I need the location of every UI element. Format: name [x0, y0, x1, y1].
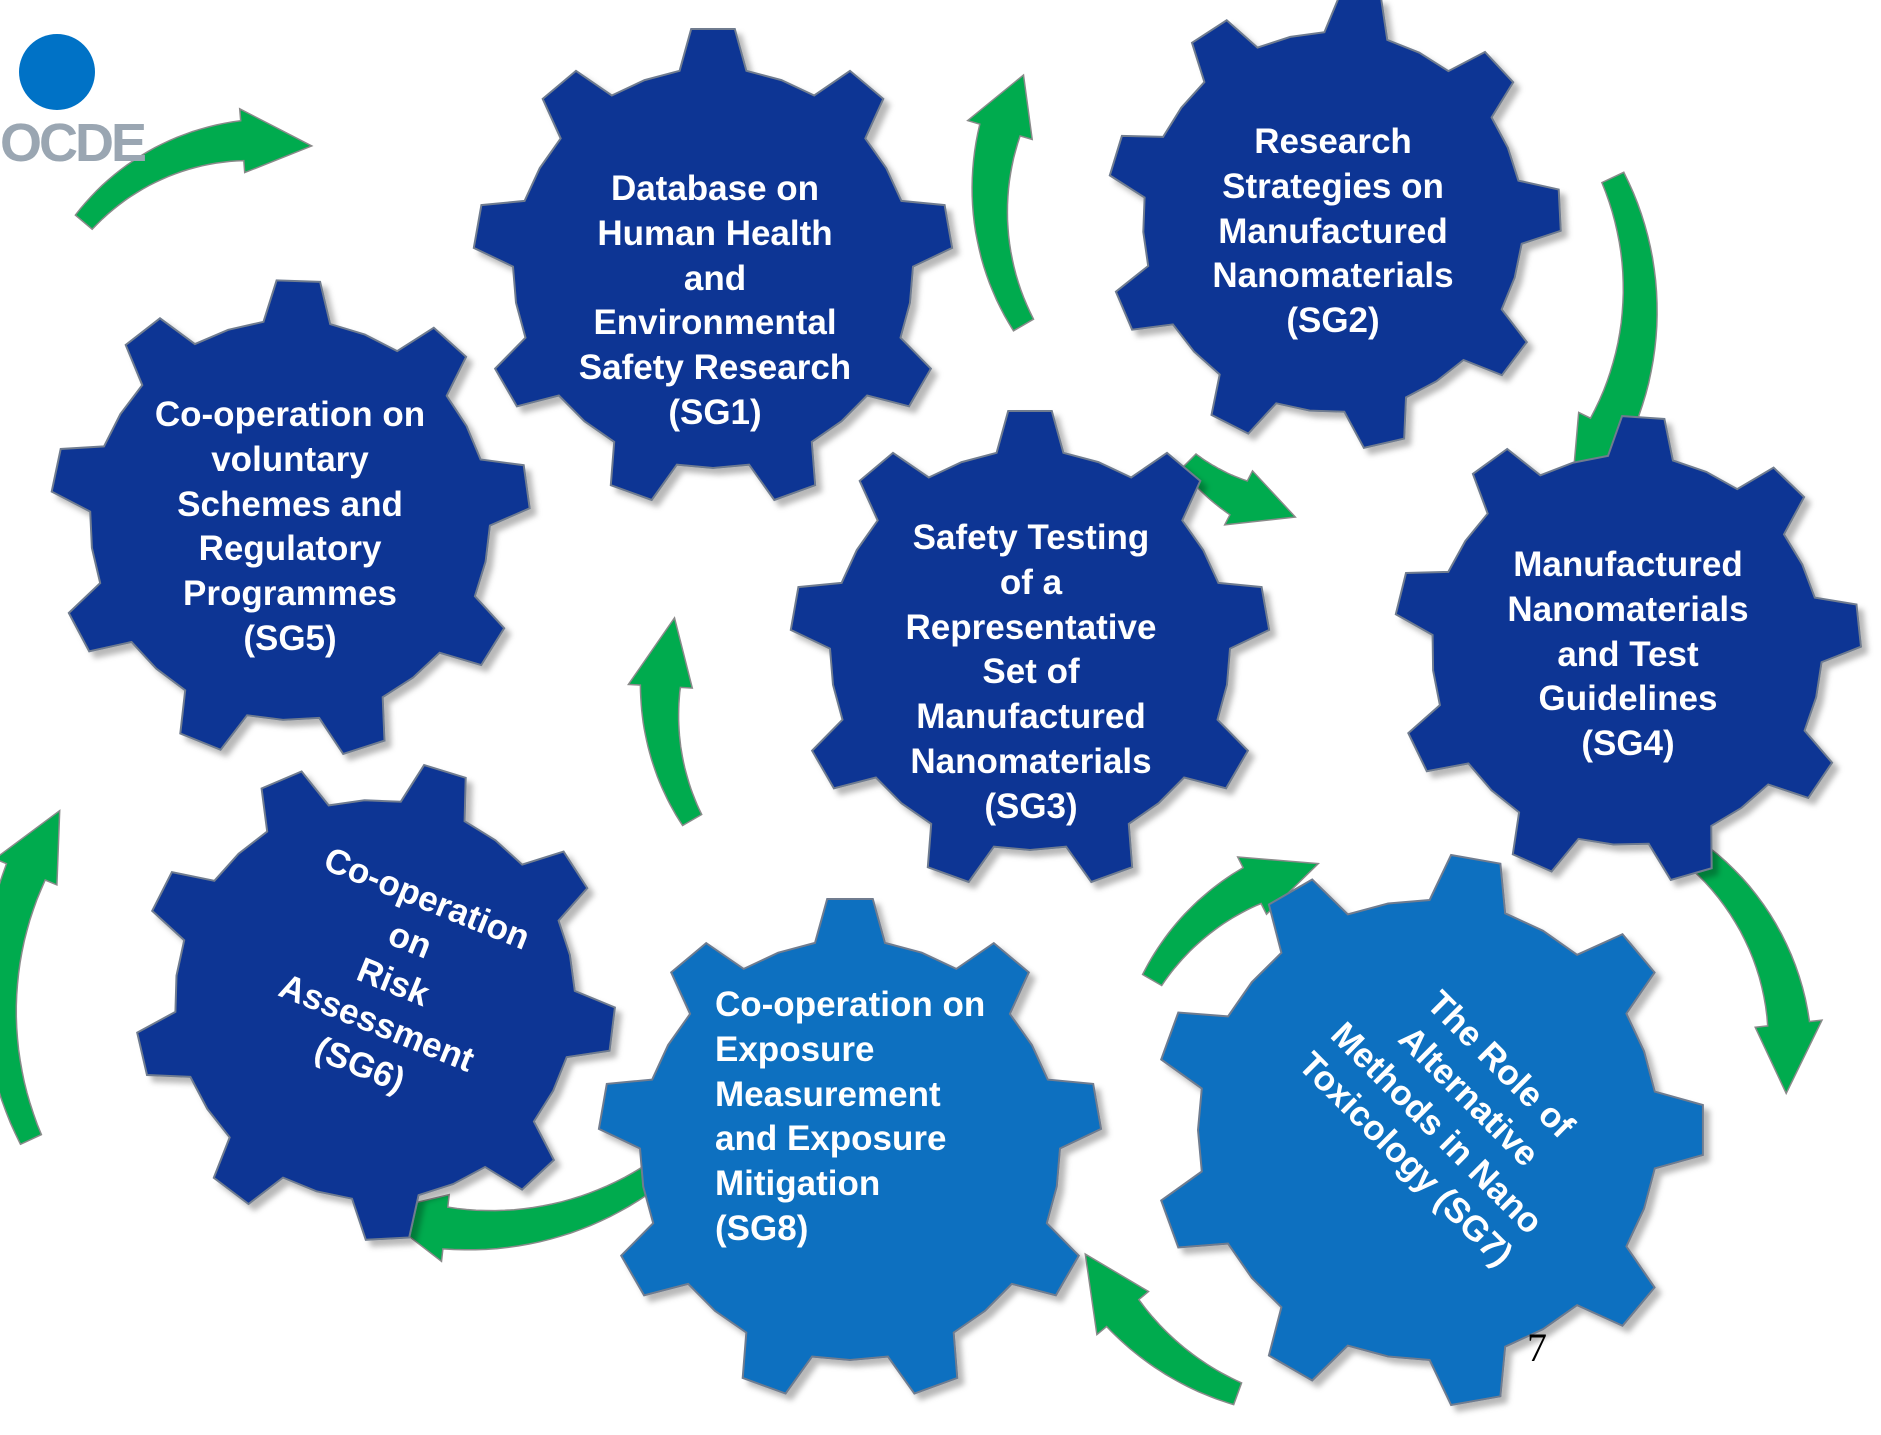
gear-label-line: Co-operation on [715, 985, 986, 1024]
gear-label-line: Measurement [715, 1074, 941, 1114]
gear-label-line: Safety Research [578, 348, 852, 388]
gear-label-line: Environmental [593, 303, 837, 343]
gear-label-line: (SG2) [1286, 301, 1380, 341]
gear-sg5 [50, 279, 531, 756]
gear-label-line: Programmes [183, 574, 397, 614]
gear-label-line: Representative [905, 607, 1157, 647]
gear-label-line: (SG8) [715, 1208, 809, 1248]
gear-label-line: (SG4) [1581, 724, 1675, 764]
gears [50, 0, 1863, 1407]
gear-label-line: Nanomaterials [1212, 256, 1454, 296]
gear-label-line: Manufactured [1513, 545, 1743, 584]
cycle-arrow-bottom-right [1084, 1252, 1243, 1406]
cycle-arrow-left [0, 809, 61, 1146]
gear-label-line: of a [999, 562, 1063, 602]
gear-label-line: voluntary [211, 439, 369, 479]
gear-label-line: Human Health [597, 213, 833, 253]
gear-label-line: (SG3) [984, 786, 1078, 826]
gear-sg6 [136, 763, 616, 1241]
gear-sg4 [1394, 415, 1863, 882]
gear-label-line: Schemes and [177, 484, 403, 524]
gear-sg7 [1160, 853, 1704, 1407]
gear-label-line: Guidelines [1538, 679, 1718, 719]
cycle-arrow-mid-left [627, 616, 703, 827]
gear-sg1 [472, 28, 954, 502]
cycle-arrow-sg4-to-sg3 [1180, 453, 1297, 526]
gear-label-line: Database on [610, 169, 820, 208]
gear-label-line: (SG5) [243, 618, 337, 658]
gear-label-line: Exposure [715, 1029, 875, 1069]
gear-label-line: Strategies on [1222, 166, 1444, 206]
gear-label-line: and [683, 258, 747, 298]
gear-sg8 [597, 898, 1103, 1395]
gear-label-line: Mitigation [715, 1164, 881, 1204]
logo-wordmark: OCDE [0, 113, 147, 173]
oecd-logo [19, 34, 95, 110]
logo-circle [19, 34, 95, 110]
gear-label-line: Manufactured [916, 697, 1146, 737]
page-number: 7 [1527, 1325, 1547, 1370]
gear-label-line: and Exposure [715, 1119, 947, 1159]
gear-label-line: Nanomaterials [910, 741, 1152, 781]
gear-label-line: Research [1254, 122, 1412, 161]
gear-label-line: Manufactured [1218, 211, 1448, 251]
gear-label-line: Nanomaterials [1507, 589, 1749, 629]
gear-label-line: Safety Testing [912, 518, 1150, 557]
gear-label-line: Set of [982, 652, 1080, 692]
cycle-arrow-sg1-to-sg2 [966, 73, 1035, 332]
cycle-arrow-sg7-top [1141, 856, 1321, 987]
gear-label-line: and Test [1557, 634, 1699, 674]
gear-sg3 [789, 410, 1271, 884]
cycle-arrow-top-right [1571, 171, 1658, 488]
gear-sg2 [1108, 0, 1562, 450]
cycle-arrow-top-left [74, 107, 314, 231]
gear-label-line: Regulatory [198, 529, 382, 569]
cycle-arrows [0, 73, 1824, 1406]
cycle-arrow-right-lower [1639, 812, 1824, 1096]
gear-label-line: (SG1) [668, 392, 762, 432]
gear-label-line: Co-operation on [154, 395, 426, 434]
